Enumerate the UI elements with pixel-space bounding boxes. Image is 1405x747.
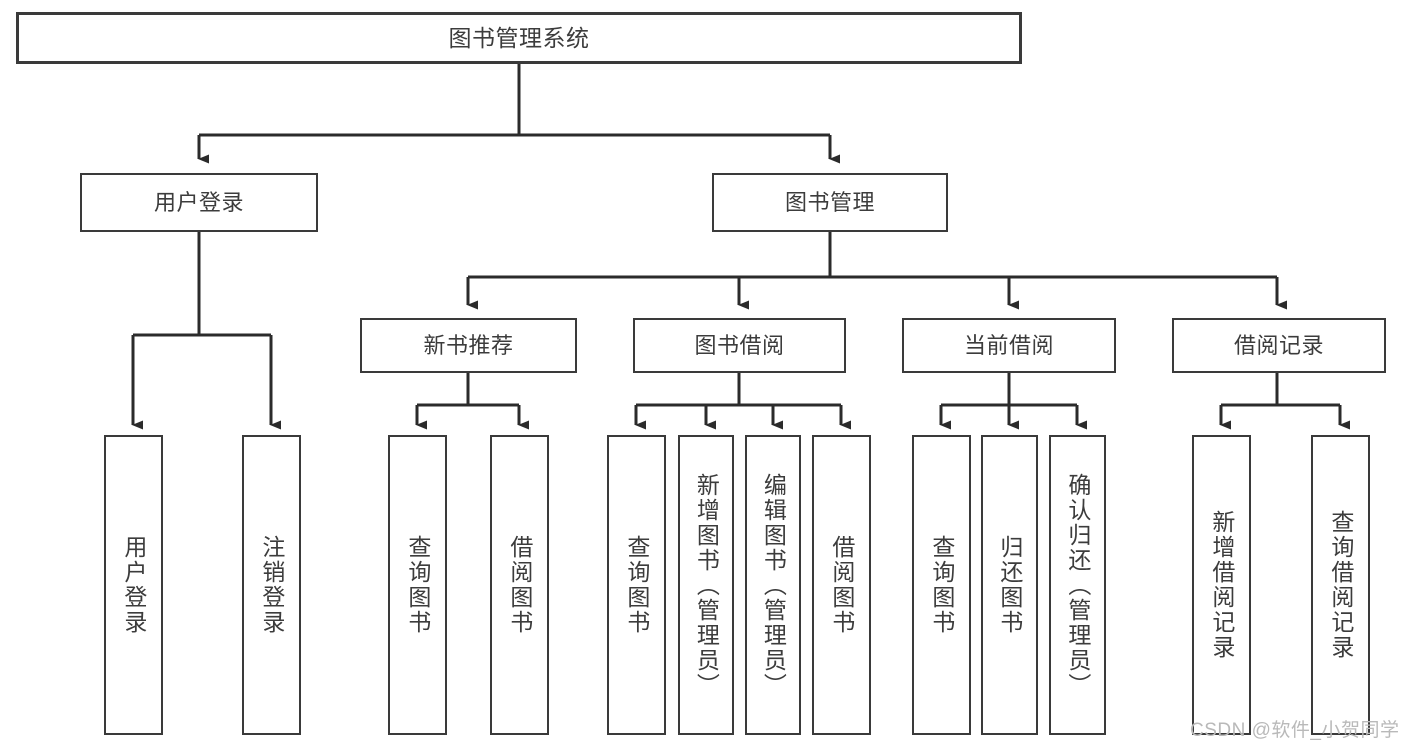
node-label: 图书借阅 — [694, 332, 785, 358]
leaf-query-book-recommend[interactable]: 查询图书 — [388, 435, 447, 735]
node-book-borrow[interactable]: 图书借阅 — [633, 318, 846, 373]
node-label: 查询图书 — [623, 535, 650, 635]
node-label: 注销登录 — [258, 535, 285, 635]
leaf-confirm-return[interactable]: 确认归还（管理员） — [1049, 435, 1106, 735]
node-label: 用户登录 — [153, 189, 244, 215]
node-label: 新增图书（管理员） — [693, 472, 720, 698]
leaf-borrow-book[interactable]: 借阅图书 — [812, 435, 871, 735]
node-label: 用户登录 — [120, 535, 147, 635]
node-label: 图书管理 — [784, 189, 875, 215]
node-label: 编辑图书（管理员） — [760, 472, 787, 698]
node-label: 图书管理系统 — [448, 24, 590, 51]
leaf-query-borrow-record[interactable]: 查询借阅记录 — [1311, 435, 1370, 735]
leaf-query-book-borrow[interactable]: 查询图书 — [607, 435, 666, 735]
leaf-user-login[interactable]: 用户登录 — [104, 435, 163, 735]
leaf-edit-book[interactable]: 编辑图书（管理员） — [745, 435, 801, 735]
node-label: 确认归还（管理员） — [1064, 472, 1091, 698]
leaf-borrow-book-recommend[interactable]: 借阅图书 — [490, 435, 549, 735]
node-root-book-management-system[interactable]: 图书管理系统 — [16, 12, 1022, 64]
leaf-user-logout[interactable]: 注销登录 — [242, 435, 301, 735]
leaf-add-borrow-record[interactable]: 新增借阅记录 — [1192, 435, 1251, 735]
leaf-return-book[interactable]: 归还图书 — [981, 435, 1038, 735]
node-label: 当前借阅 — [963, 332, 1054, 358]
node-borrow-record[interactable]: 借阅记录 — [1172, 318, 1386, 373]
node-label: 查询借阅记录 — [1327, 510, 1354, 660]
node-label: 借阅图书 — [506, 535, 533, 635]
node-label: 归还图书 — [996, 535, 1023, 635]
node-user-login[interactable]: 用户登录 — [80, 173, 318, 232]
leaf-query-book-current[interactable]: 查询图书 — [912, 435, 971, 735]
node-book-management[interactable]: 图书管理 — [712, 173, 948, 232]
node-label: 借阅图书 — [828, 535, 855, 635]
node-label: 新书推荐 — [423, 332, 514, 358]
node-label: 查询图书 — [404, 535, 431, 635]
watermark: CSDN @软件_小贺同学 — [1190, 720, 1400, 741]
node-label: 借阅记录 — [1233, 332, 1324, 358]
leaf-add-book[interactable]: 新增图书（管理员） — [678, 435, 734, 735]
node-new-book-recommend[interactable]: 新书推荐 — [360, 318, 577, 373]
node-label: 查询图书 — [928, 535, 955, 635]
node-label: 新增借阅记录 — [1208, 510, 1235, 660]
node-current-borrow[interactable]: 当前借阅 — [902, 318, 1116, 373]
